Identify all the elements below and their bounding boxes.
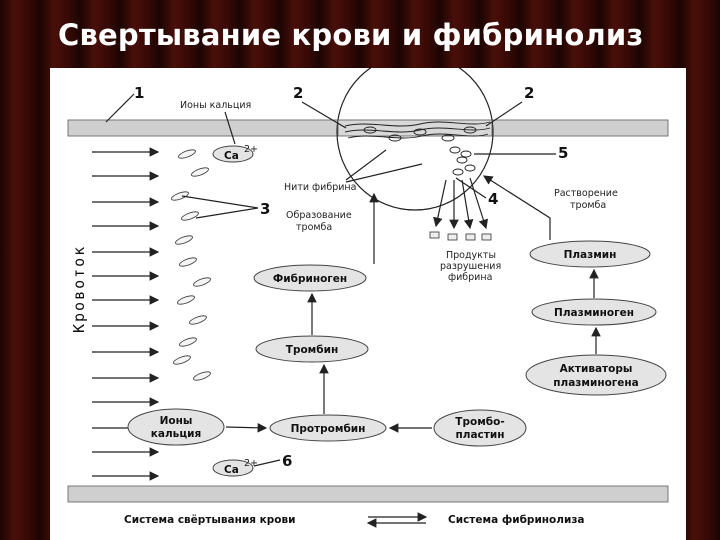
marker-1-pointer <box>105 93 135 123</box>
fibrinogen-label: Фибриноген <box>273 273 347 285</box>
vessel-wall-bottom <box>67 485 669 503</box>
cascade-arrows <box>225 175 601 433</box>
products-label-2: разрушения <box>440 261 501 272</box>
plasmin-node <box>529 240 651 268</box>
clot-wall-section <box>337 119 493 137</box>
prothrombin-label: Протромбин <box>291 423 366 435</box>
marker-3: 3 <box>260 200 270 218</box>
fibrin-mesh <box>344 121 491 176</box>
activators-label-2: плазминогена <box>553 377 639 389</box>
clot-formation-label-2: тромба <box>296 222 332 233</box>
prothrombin-node <box>269 414 387 442</box>
ca-bottom-label: Ca <box>224 464 239 476</box>
activators-node <box>525 354 667 396</box>
ions-calcium-top-label: Ионы кальция <box>180 100 251 111</box>
marker-1: 1 <box>134 84 144 102</box>
fibrin-threads-label: Нити фибрина <box>284 182 356 193</box>
slide-title: Свертывание крови и фибринолиз <box>58 18 644 52</box>
calcium-ions-node <box>127 408 225 446</box>
exchange-arrows <box>366 512 428 528</box>
thrombin-node <box>255 335 369 363</box>
ca-top-sup: 2+ <box>244 144 258 155</box>
dissolution-label-1: Растворение <box>554 188 618 199</box>
ca-bottom-oval <box>212 459 254 477</box>
diagram-panel: Кровоток 1 Ионы кальция Ca <box>50 68 686 540</box>
ca-top-oval <box>212 145 254 163</box>
coagulation-diagram: Кровоток 1 Ионы кальция Ca <box>67 68 669 528</box>
fibrin-fragments <box>429 231 492 241</box>
products-label-1: Продукты <box>446 250 496 261</box>
marker-2b-pointer <box>485 101 523 127</box>
plasminogen-node <box>531 298 657 326</box>
activators-label-1: Активаторы <box>560 363 633 375</box>
dissolution-label-2: тромба <box>570 200 606 211</box>
ions-calcium-pointer <box>224 111 236 145</box>
marker-2a-pointer <box>301 101 347 129</box>
thrombin-label: Тромбин <box>286 344 338 356</box>
marker-3-pointer-1 <box>181 195 259 209</box>
fibrin-threads-pointer-2 <box>345 163 423 183</box>
coagulation-system-label: Система свёртывания крови <box>124 514 296 526</box>
fibrinolysis-system-label: Система фибринолиза <box>448 514 585 526</box>
blood-flow-arrows <box>92 147 160 481</box>
marker-6-pointer <box>253 459 281 467</box>
calcium-ions-label-2: кальция <box>151 428 201 440</box>
marker-6: 6 <box>282 452 292 470</box>
thromboplastin-label-1: Тромбо- <box>455 416 504 428</box>
marker-4: 4 <box>488 190 498 208</box>
ca-bottom-sup: 2+ <box>244 458 258 469</box>
fibrinogen-node <box>253 264 367 292</box>
blood-flow-label: Кровоток <box>70 245 88 333</box>
products-label-3: фибрина <box>448 272 492 283</box>
clot-magnifier-circle <box>336 68 494 211</box>
marker-2a: 2 <box>293 84 303 102</box>
marker-3-pointer-2 <box>195 207 259 219</box>
marker-2b: 2 <box>524 84 534 102</box>
marker-5: 5 <box>558 144 568 162</box>
degradation-arrows <box>433 177 489 230</box>
thromboplastin-label-2: пластин <box>456 429 505 441</box>
platelets <box>171 149 211 381</box>
fibrin-threads-pointer-1 <box>345 149 387 181</box>
ca-top-label: Ca <box>224 150 239 162</box>
plasmin-label: Плазмин <box>564 249 617 261</box>
clot-formation-label-1: Образование <box>286 210 352 221</box>
thromboplastin-node <box>433 409 527 447</box>
calcium-ions-label-1: Ионы <box>160 415 193 427</box>
plasminogen-label: Плазминоген <box>554 307 634 319</box>
marker-4-pointer <box>455 177 487 199</box>
